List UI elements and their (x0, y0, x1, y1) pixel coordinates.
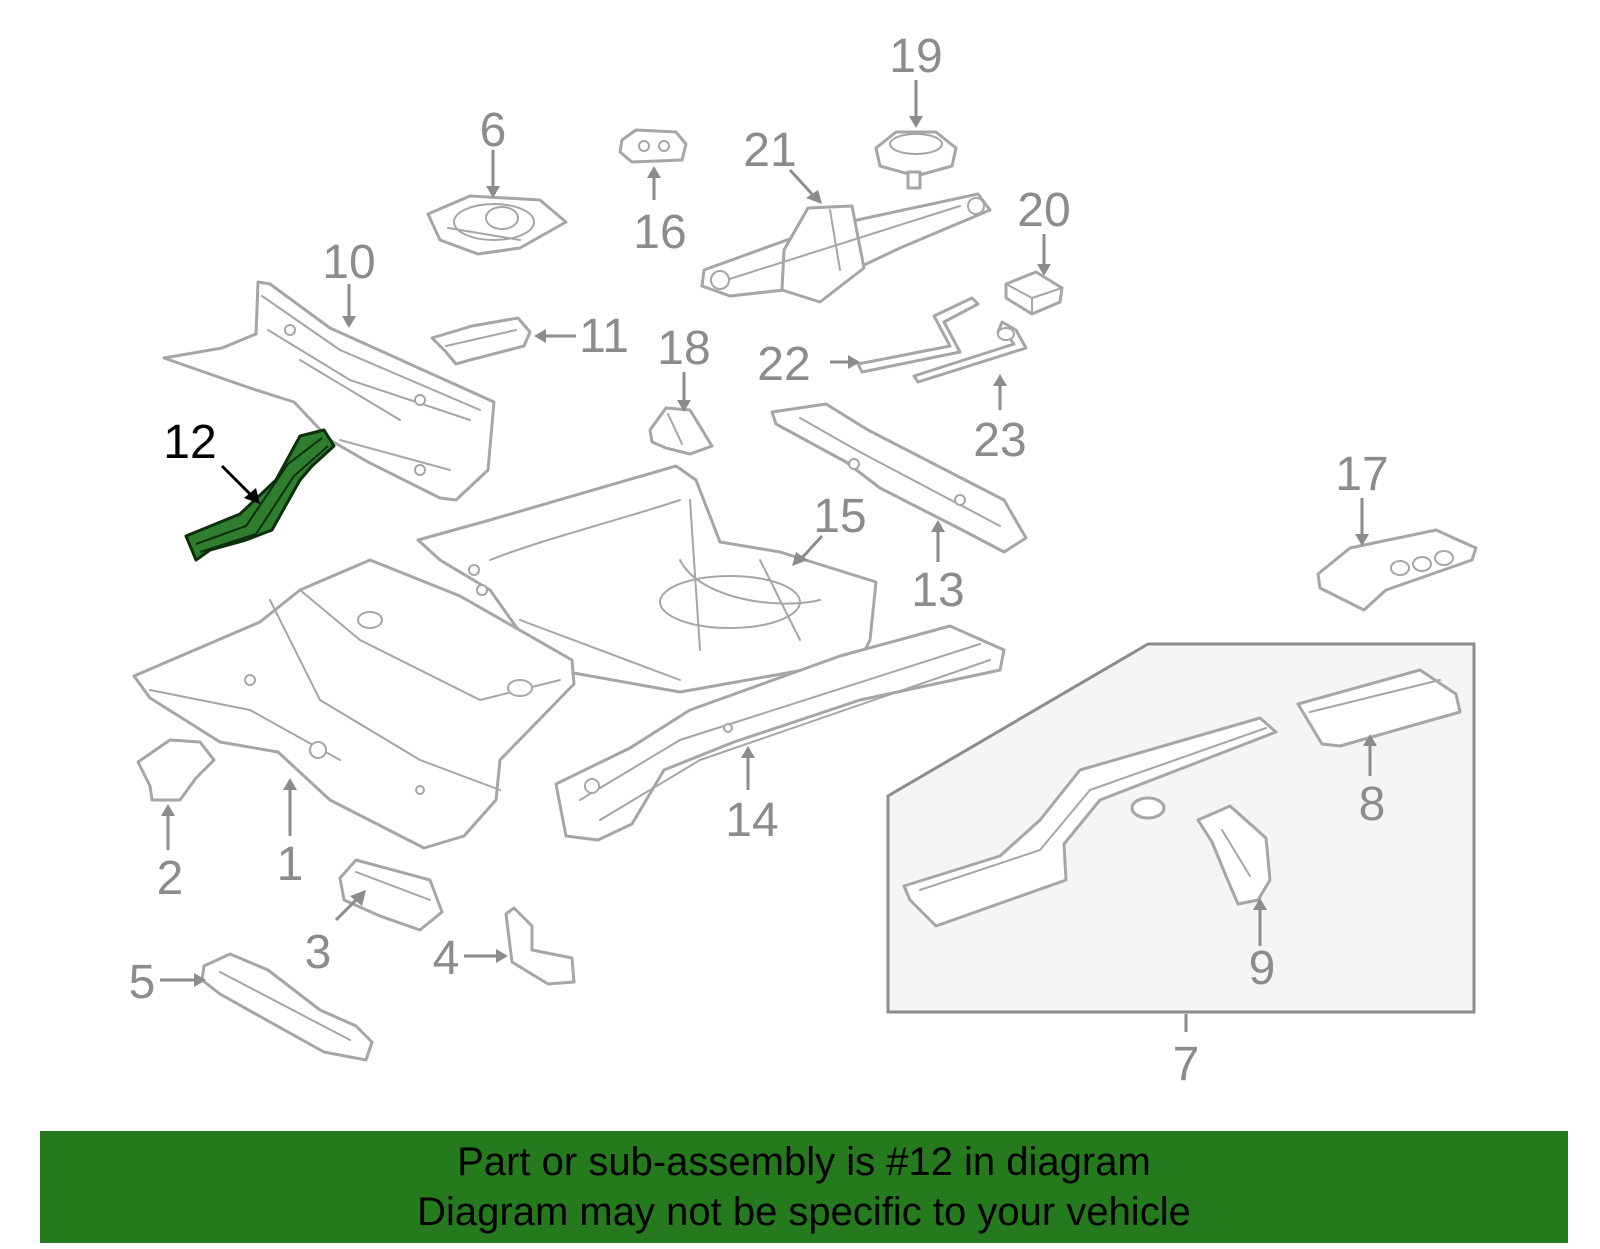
part-3-bracket[interactable] (338, 858, 444, 932)
part-21-jack[interactable] (700, 192, 992, 304)
callout-13: 13 (911, 564, 964, 617)
callout-1: 1 (277, 838, 304, 891)
callout-16: 16 (633, 206, 686, 259)
part-11-bracket[interactable] (430, 316, 532, 366)
callout-21: 21 (743, 124, 796, 177)
part-9-bracket[interactable] (1196, 804, 1272, 906)
part-1-floor-pan[interactable] (132, 558, 576, 850)
part-14-rail[interactable] (554, 624, 1006, 842)
callout-labels: 6 16 19 21 20 22 23 10 11 18 13 15 17 12… (129, 30, 1389, 1091)
banner-line-part-number: Part or sub-assembly is #12 in diagram (457, 1140, 1151, 1184)
callout-4: 4 (433, 932, 460, 985)
leader-lines (160, 80, 1377, 1032)
part-20-block[interactable] (1004, 270, 1064, 316)
part-8-reinforcement[interactable] (1296, 668, 1462, 748)
info-banner: Part or sub-assembly is #12 in diagram D… (40, 1131, 1568, 1243)
part-13-crossmember[interactable] (770, 402, 1028, 554)
part-23-wrench[interactable] (912, 320, 1028, 384)
part-19-knob[interactable] (874, 130, 958, 190)
callout-11: 11 (579, 310, 629, 363)
part-17-plate[interactable] (1316, 528, 1478, 612)
part-4-bracket[interactable] (504, 906, 576, 986)
part-16-plug[interactable] (618, 128, 688, 164)
part-6-cover[interactable] (426, 194, 568, 256)
part-5-crossmember[interactable] (200, 952, 374, 1062)
callout-12: 12 (163, 416, 216, 469)
part-2-bracket[interactable] (136, 738, 216, 802)
callout-18: 18 (657, 322, 710, 375)
callout-10: 10 (322, 236, 375, 289)
parts-diagram: 6 16 19 21 20 22 23 10 11 18 13 15 17 12… (129, 30, 1478, 1091)
part-18-mount[interactable] (648, 406, 714, 456)
part-12-highlighted[interactable] (184, 428, 336, 562)
callout-7: 7 (1173, 1038, 1200, 1091)
part-7-rail[interactable] (902, 716, 1278, 928)
callout-22: 22 (757, 338, 810, 391)
callout-6: 6 (480, 104, 507, 157)
callout-20: 20 (1017, 184, 1070, 237)
part-10-panel[interactable] (162, 280, 496, 502)
callout-14: 14 (725, 794, 778, 847)
callout-17: 17 (1335, 448, 1388, 501)
callout-23: 23 (973, 414, 1026, 467)
callout-8: 8 (1359, 778, 1386, 831)
callout-9: 9 (1249, 942, 1276, 995)
banner-line-disclaimer: Diagram may not be specific to your vehi… (417, 1190, 1191, 1234)
callout-19: 19 (889, 30, 942, 83)
part-15-wheel-well[interactable] (416, 464, 878, 694)
callout-5: 5 (129, 956, 156, 1009)
callout-2: 2 (157, 852, 184, 905)
callout-3: 3 (305, 926, 332, 979)
inset-box-7 (886, 642, 1476, 1014)
callout-15: 15 (813, 490, 866, 543)
part-22-rod[interactable] (856, 296, 980, 374)
